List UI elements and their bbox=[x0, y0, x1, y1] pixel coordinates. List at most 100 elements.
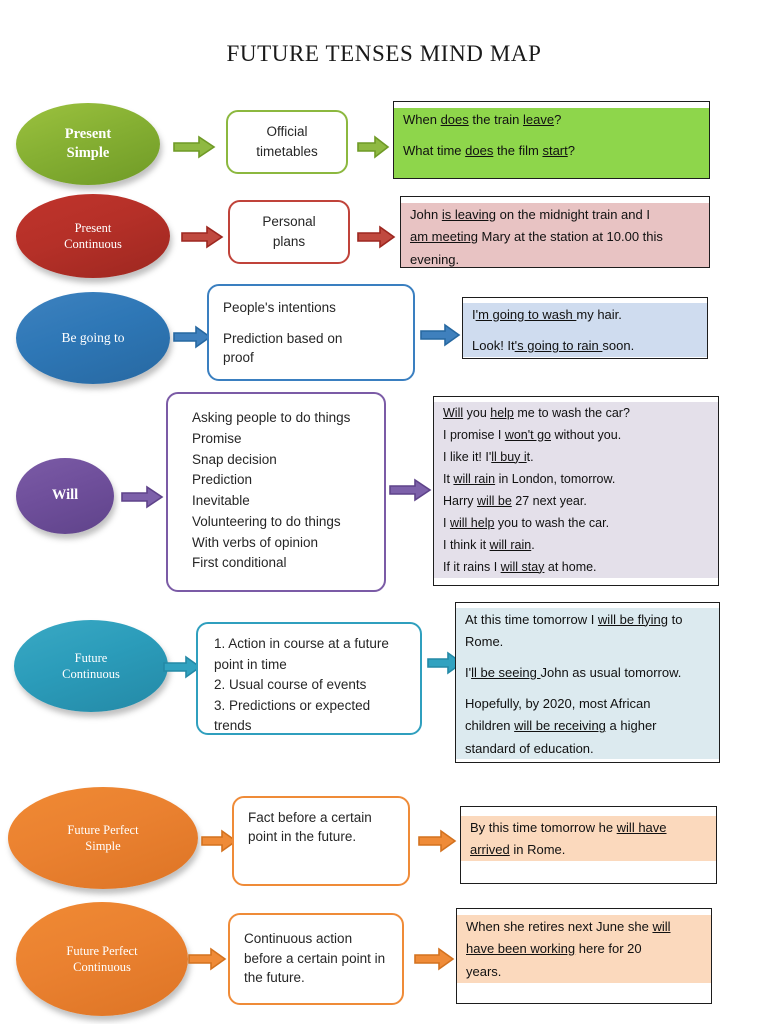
example-box-will: Will you help me to wash the car? I prom… bbox=[433, 396, 719, 586]
use-item: before a certain point in bbox=[244, 950, 386, 966]
arrow-uses-to-examples-future-perfect-continuous bbox=[413, 946, 455, 972]
example-line: have been working here for 20 bbox=[466, 941, 642, 956]
tense-node-be-going-to[interactable]: Be going to bbox=[16, 292, 170, 384]
use-item: Asking people to do things bbox=[192, 410, 351, 425]
arrow-will-to-uses bbox=[120, 484, 164, 510]
example-line: children will be receiving a higher bbox=[465, 718, 657, 734]
tense-node-will[interactable]: Will bbox=[16, 458, 114, 534]
arrow-uses-to-examples-present-continuous bbox=[356, 224, 396, 250]
example-line: It will rain in London, tomorrow. bbox=[443, 471, 616, 486]
use-item: People's intentions bbox=[223, 300, 336, 315]
use-item: With verbs of opinion bbox=[192, 534, 319, 550]
use-item: point in the future. bbox=[248, 829, 357, 845]
example-line: At this time tomorrow I will be flying t… bbox=[465, 611, 683, 627]
example-box-be-going-to: I'm going to wash my hair. Look! It's go… bbox=[462, 297, 708, 359]
example-lines: When she retires next June she will have… bbox=[457, 915, 711, 983]
use-item: point in time bbox=[214, 656, 287, 672]
example-line: Harry will be 27 next year. bbox=[443, 493, 587, 508]
use-item: Volunteering to do things bbox=[192, 513, 341, 529]
use-item: timetables bbox=[256, 144, 318, 159]
use-item: 3. Predictions or expected bbox=[214, 697, 371, 713]
example-line: Look! It's going to rain soon. bbox=[472, 338, 635, 353]
use-item: Snap decision bbox=[192, 451, 277, 467]
use-item: Continuous action bbox=[244, 931, 353, 946]
arrow-future-perfect-continuous-to-uses bbox=[187, 946, 227, 972]
use-item: First conditional bbox=[192, 555, 287, 571]
tense-node-future-continuous[interactable]: Future Continuous bbox=[14, 620, 168, 712]
example-line: I'll be seeing John as usual tomorrow. bbox=[465, 664, 682, 680]
use-item: proof bbox=[223, 350, 254, 366]
uses-box-future-perfect-continuous: Continuous action before a certain point… bbox=[228, 913, 404, 1005]
arrow-future-perfect-simple-to-uses bbox=[200, 828, 238, 854]
example-line: evening. bbox=[410, 251, 460, 267]
use-item: Inevitable bbox=[192, 493, 250, 509]
example-line: Hopefully, by 2020, most African bbox=[465, 696, 651, 712]
example-line: Rome. bbox=[465, 633, 504, 649]
tense-node-future-perfect-continuous[interactable]: Future Perfect Continuous bbox=[16, 902, 188, 1016]
uses-box-will: Asking people to do things Promise Snap … bbox=[166, 392, 386, 592]
uses-box-be-going-to: People's intentions Prediction based on … bbox=[207, 284, 415, 381]
example-line: arrived in Rome. bbox=[470, 842, 566, 857]
tense-label-line2: Continuous bbox=[64, 237, 122, 251]
use-item: Prediction based on bbox=[223, 330, 343, 346]
arrow-future-continuous-to-uses bbox=[162, 655, 202, 679]
example-line: years. bbox=[466, 963, 502, 979]
example-line: I think it will rain. bbox=[443, 537, 535, 552]
use-item: Prediction bbox=[192, 472, 253, 488]
example-box-future-perfect-simple: By this time tomorrow he will have arriv… bbox=[460, 806, 717, 884]
use-item: Promise bbox=[192, 430, 242, 446]
example-lines: I'm going to wash my hair. Look! It's go… bbox=[463, 303, 707, 357]
tense-node-present-continuous[interactable]: Present Continuous bbox=[16, 194, 170, 278]
arrow-present-simple-to-uses bbox=[172, 134, 216, 160]
tense-label-line1: Be going to bbox=[61, 330, 125, 346]
use-item: Official bbox=[266, 124, 308, 140]
tense-label-line1: Present bbox=[64, 125, 112, 142]
arrow-uses-to-examples-present-simple bbox=[356, 134, 390, 160]
arrow-uses-to-examples-will bbox=[388, 477, 432, 503]
uses-box-present-simple: Official timetables bbox=[226, 110, 348, 174]
example-line: Will you help me to wash the car? bbox=[443, 405, 630, 420]
example-line: I like it! I'll buy it. bbox=[443, 449, 534, 464]
tense-label-line1: Will bbox=[51, 487, 79, 504]
tense-label-line1: Future Perfect bbox=[67, 822, 139, 837]
example-lines: At this time tomorrow I will be flying t… bbox=[456, 608, 719, 760]
tense-label-line2: Continuous bbox=[73, 960, 131, 974]
example-lines: John is leaving on the midnight train an… bbox=[401, 203, 709, 267]
example-line: standard of education. bbox=[465, 740, 594, 756]
uses-box-future-continuous: 1. Action in course at a future point in… bbox=[196, 622, 422, 735]
tense-label-line2: Simple bbox=[66, 145, 110, 161]
use-item: plans bbox=[272, 234, 306, 249]
arrow-uses-to-examples-future-perfect-simple bbox=[417, 828, 457, 854]
tense-label-line2: Simple bbox=[85, 839, 121, 853]
use-item: the future. bbox=[244, 970, 305, 986]
uses-box-future-perfect-simple: Fact before a certain point in the futur… bbox=[232, 796, 410, 886]
tense-label-line1: Present bbox=[74, 220, 112, 235]
example-line: I will help you to wash the car. bbox=[443, 515, 610, 530]
example-line: I'm going to wash my hair. bbox=[472, 306, 622, 322]
example-line: What time does the film start? bbox=[403, 143, 575, 158]
use-item: trends bbox=[214, 718, 252, 734]
example-line: When she retires next June she will bbox=[466, 918, 671, 934]
example-line: When does the train leave? bbox=[403, 111, 562, 127]
tense-node-present-simple[interactable]: Present Simple bbox=[16, 103, 160, 185]
example-box-future-continuous: At this time tomorrow I will be flying t… bbox=[455, 602, 720, 763]
tense-label-line2: Continuous bbox=[62, 667, 120, 681]
use-item: Fact before a certain bbox=[248, 810, 372, 825]
example-line: By this time tomorrow he will have bbox=[470, 819, 667, 835]
arrow-be-going-to-to-uses bbox=[172, 325, 212, 349]
tense-label-line1: Future bbox=[74, 650, 108, 665]
arrow-present-continuous-to-uses bbox=[180, 224, 224, 250]
tense-node-future-perfect-simple[interactable]: Future Perfect Simple bbox=[8, 787, 198, 889]
use-item: Personal bbox=[262, 214, 316, 230]
example-lines: When does the train leave? What time doe… bbox=[394, 108, 709, 179]
page-title: FUTURE TENSES MIND MAP bbox=[226, 41, 542, 66]
arrow-uses-to-examples-be-going-to bbox=[419, 322, 461, 348]
example-lines: Will you help me to wash the car? I prom… bbox=[434, 402, 718, 578]
example-line: I promise I won't go without you. bbox=[443, 427, 622, 442]
use-item: 2. Usual course of events bbox=[214, 677, 367, 693]
example-line: It starts at 9.00. bbox=[394, 171, 709, 179]
example-line: John is leaving on the midnight train an… bbox=[410, 206, 650, 222]
example-box-present-simple: When does the train leave? What time doe… bbox=[393, 101, 710, 179]
example-line: am meeting Mary at the station at 10.00 … bbox=[410, 229, 663, 244]
